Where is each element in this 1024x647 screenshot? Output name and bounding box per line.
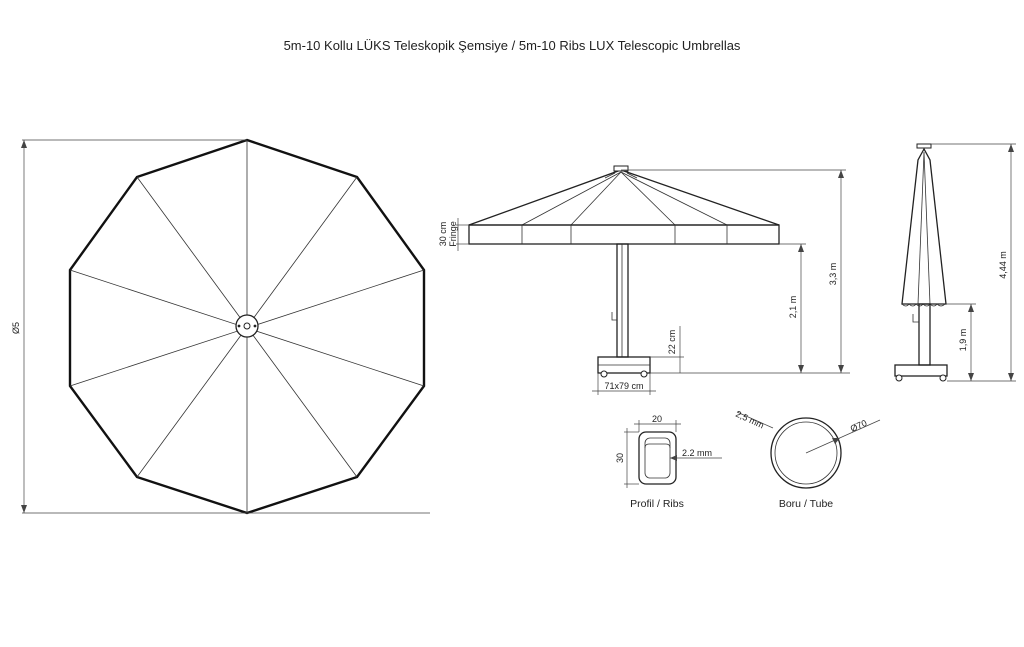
closed-clearance-dimension: 1,9 m <box>946 303 1016 382</box>
side-view-umbrella <box>468 165 780 378</box>
page-title: 5m-10 Kollu LÜKS Teleskopik Şemsiye / 5m… <box>283 38 741 53</box>
closed-canopy <box>901 147 947 305</box>
center-hub <box>235 314 259 338</box>
closed-pole <box>918 303 931 366</box>
clearance-height-label: 2,1 m <box>788 296 798 319</box>
profile-width-label: 20 <box>652 414 662 424</box>
closed-height-dimension: 4,44 m <box>931 143 1016 381</box>
total-height-dimension: 3,3 m <box>621 169 846 373</box>
canopy-fringe <box>468 224 780 245</box>
closed-height-label: 4,44 m <box>998 251 1008 279</box>
profile-height-label: 30 <box>615 453 625 463</box>
hub-center-mark <box>243 322 251 330</box>
profile-thickness-label: 2.2 mm <box>682 448 712 458</box>
tube-thickness-label: 2,5 mm <box>734 409 765 431</box>
closed-base <box>894 364 948 377</box>
closed-umbrella-view <box>894 143 948 382</box>
fringe-height-label: 30 cm <box>438 222 448 247</box>
diameter-label: Ø5 <box>11 322 21 334</box>
fringe-label: Fringe <box>448 221 458 247</box>
base-height-label: 22 cm <box>667 330 677 355</box>
clearance-dimension: 2,1 m <box>650 243 850 374</box>
base-size-dimension: 71x79 cm <box>592 373 656 395</box>
base-size-label: 71x79 cm <box>604 381 643 391</box>
tube-caption: Boru / Tube <box>779 498 833 510</box>
profile-caption: Profil / Ribs <box>630 498 684 510</box>
umbrella-pole <box>616 243 629 358</box>
tube-section: 2,5 mm Ø70 Boru / Tube <box>734 409 881 510</box>
total-height-label: 3,3 m <box>828 263 838 286</box>
fringe-dimension: Fringe 30 cm <box>438 218 469 251</box>
base-height-dimension: 22 cm <box>650 326 684 373</box>
profile-section: 20 30 2.2 mm Profil / Ribs <box>615 414 722 510</box>
tube-diameter-label: Ø70 <box>849 418 869 434</box>
top-view-canopy <box>68 138 426 515</box>
closed-clearance-label: 1,9 m <box>958 329 968 352</box>
diameter-dimension: Ø5 <box>11 139 430 514</box>
